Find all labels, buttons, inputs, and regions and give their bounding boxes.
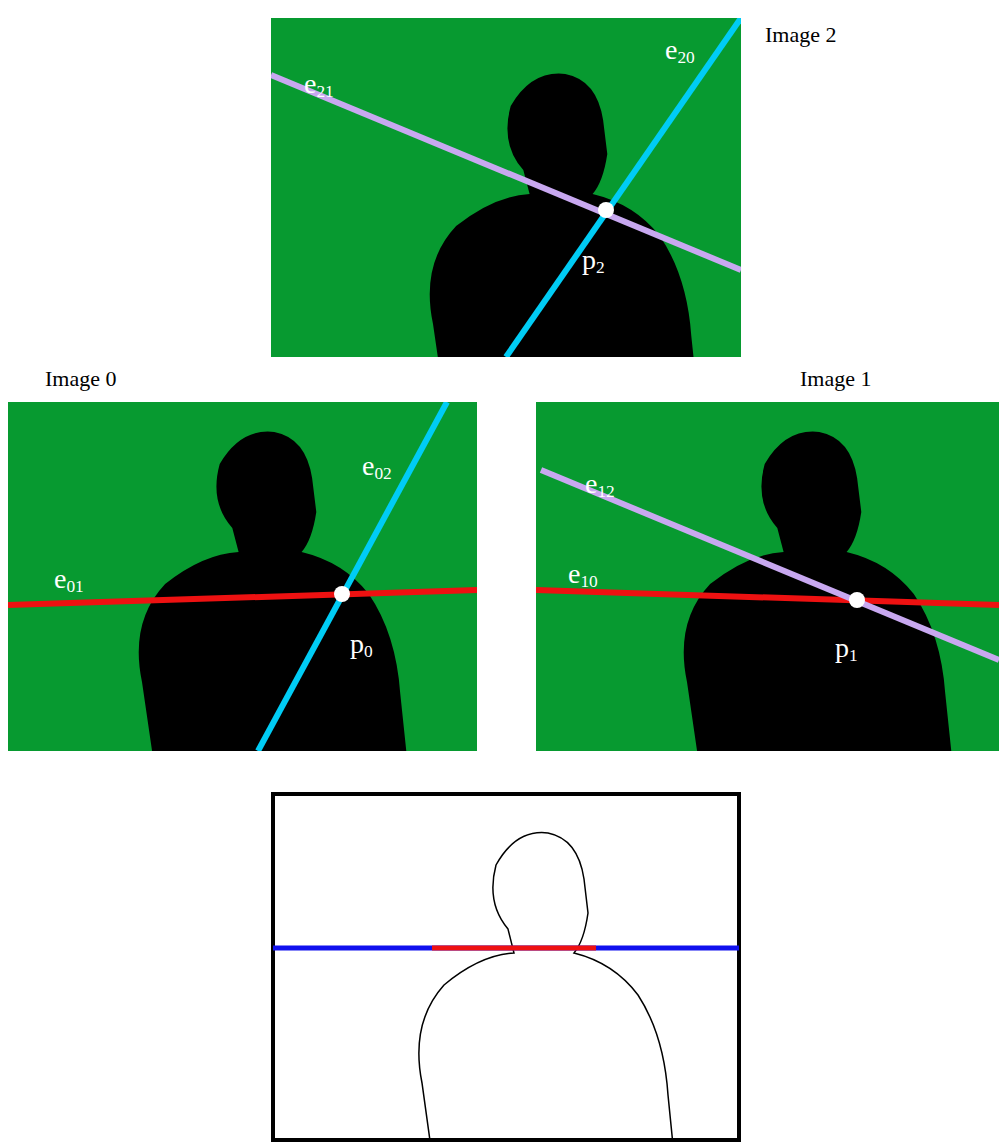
epipolar-label: e02	[362, 452, 392, 483]
image-title: Image 2	[765, 24, 836, 46]
epipolar-label: e12	[585, 470, 615, 501]
image-panel	[536, 402, 999, 751]
image-panel	[271, 18, 741, 357]
epipolar-label: e20	[665, 36, 695, 67]
epipolar-label: e10	[568, 560, 598, 591]
image-title: Image 0	[45, 368, 116, 390]
epipolar-label: p0	[350, 630, 373, 661]
epipolar-label: p2	[582, 246, 605, 277]
epipolar-label: e01	[54, 565, 84, 596]
image-panel	[8, 402, 477, 751]
image-title: Image 1	[800, 368, 871, 390]
epipolar-label: e21	[304, 70, 334, 101]
hull-panel	[273, 794, 739, 1146]
epipolar-label: p1	[835, 634, 858, 665]
